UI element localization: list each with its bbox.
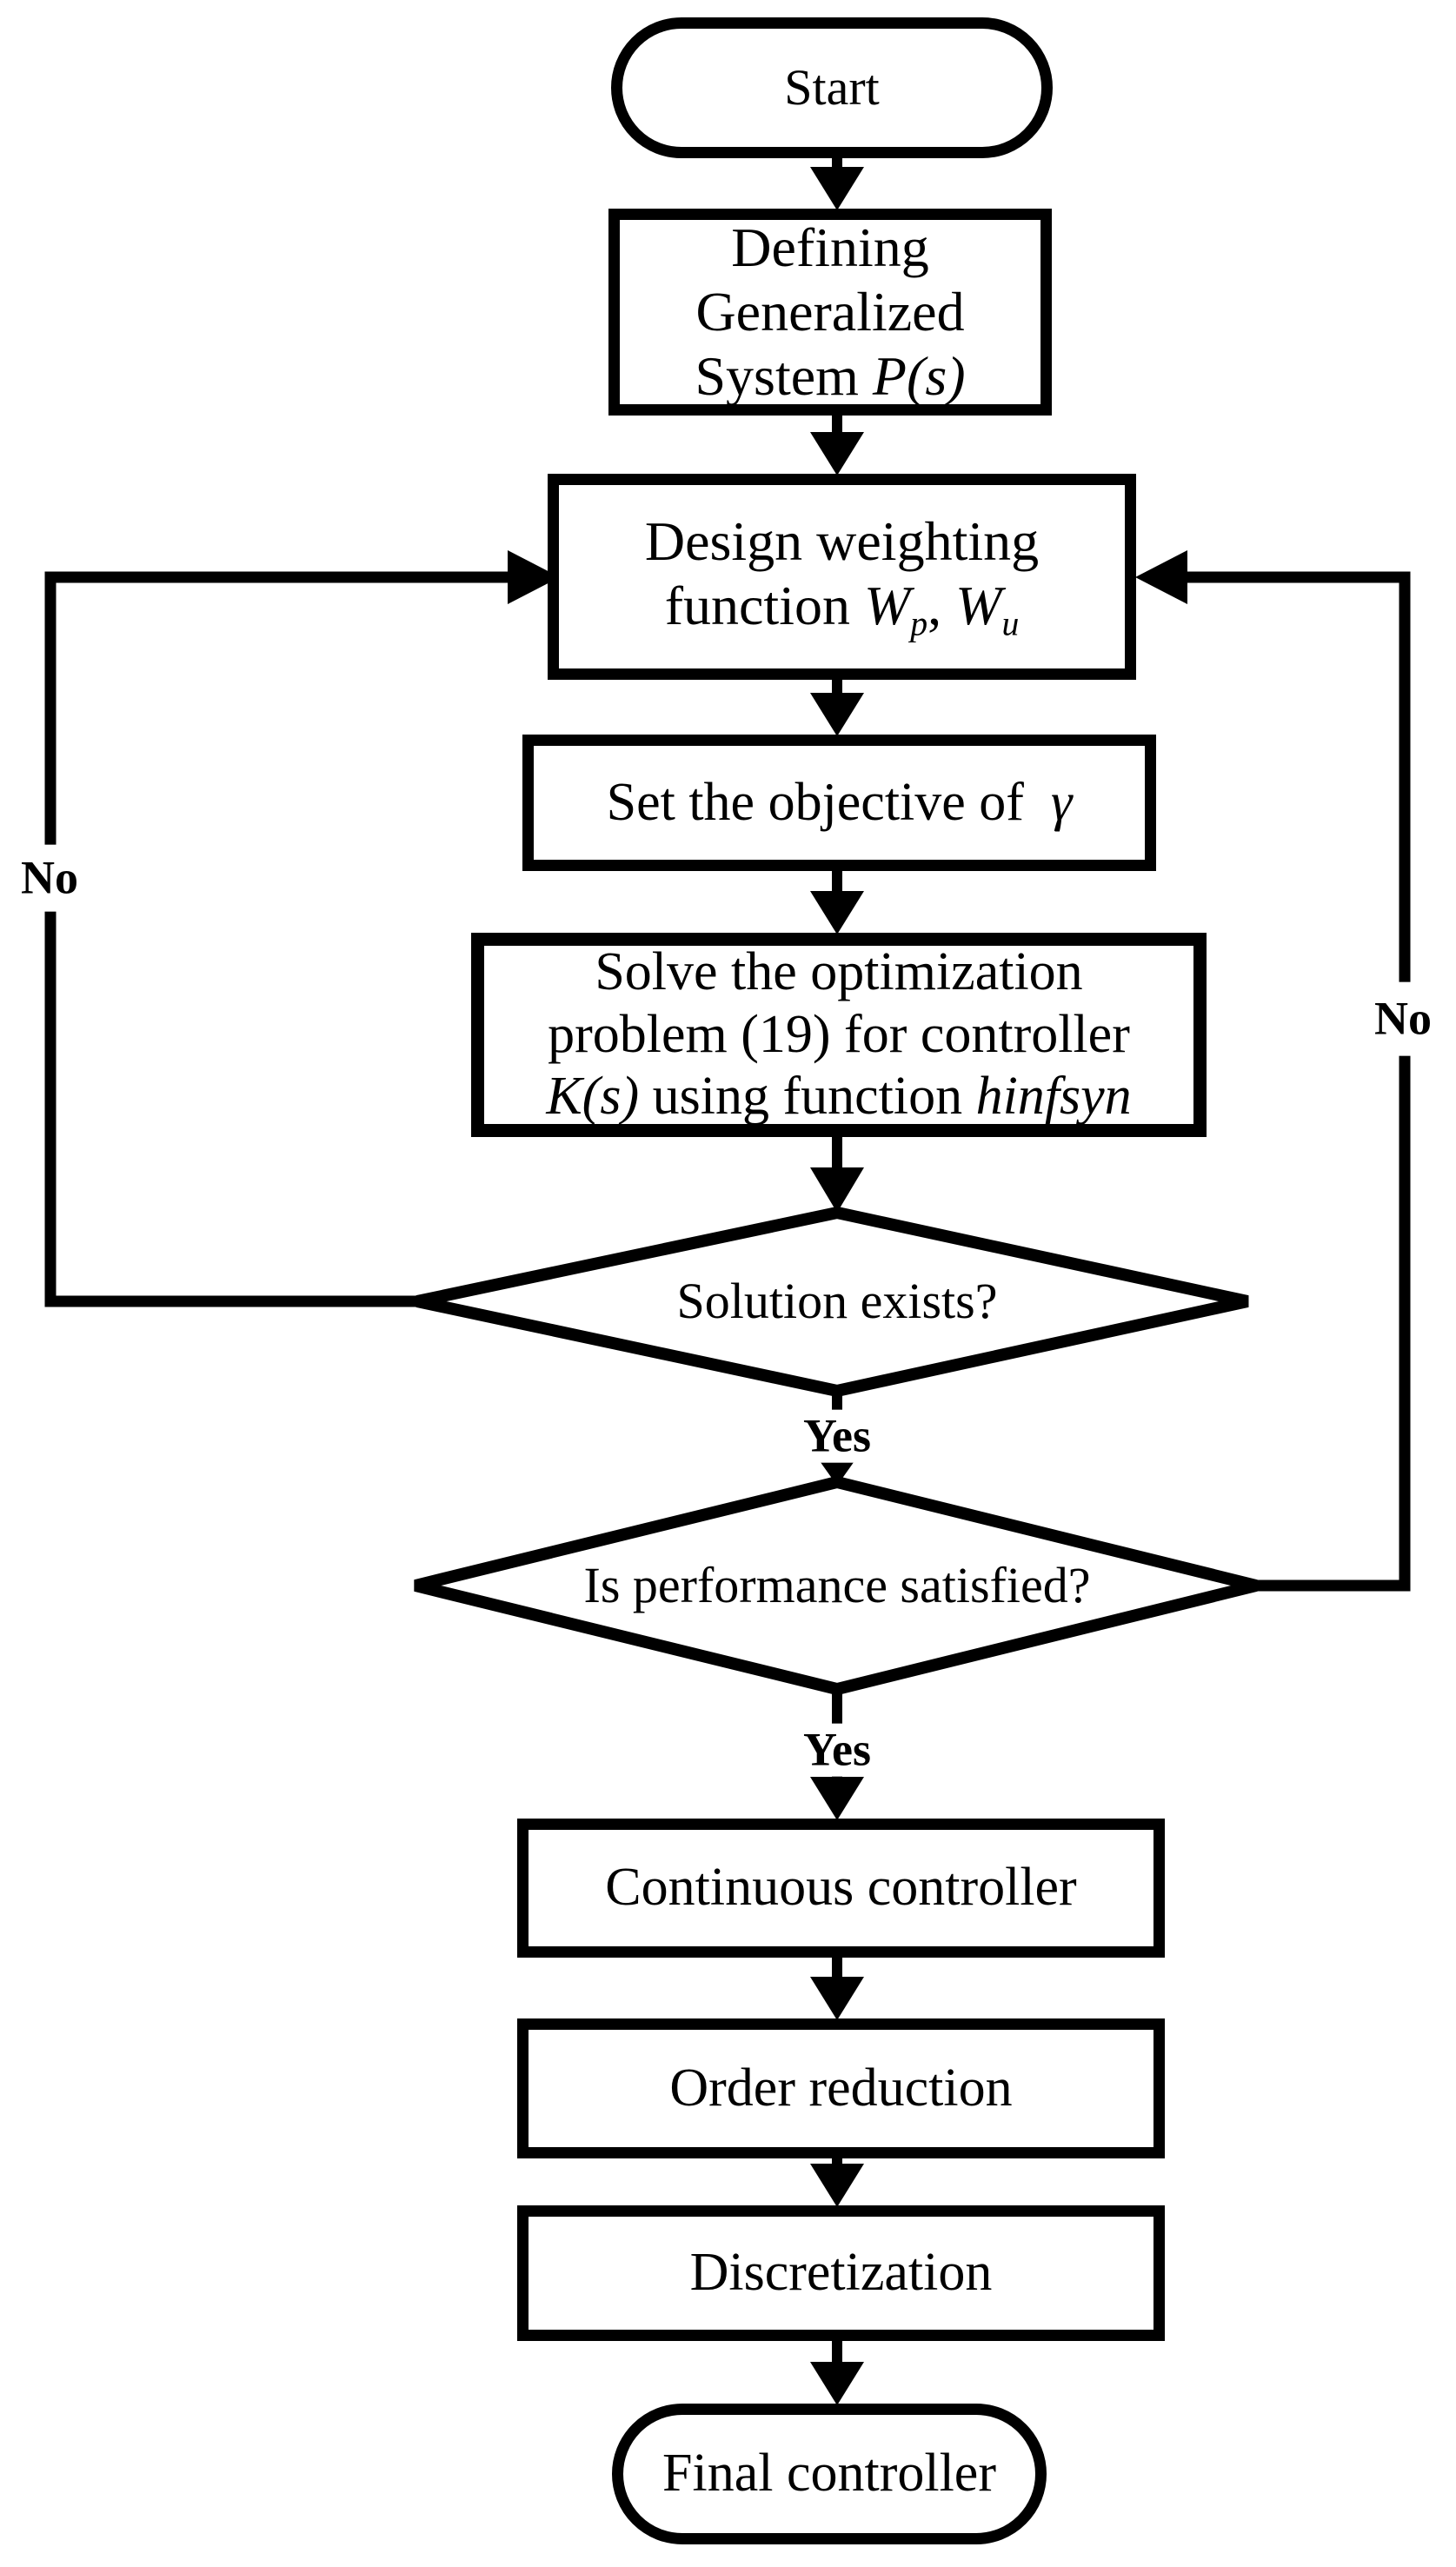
node-start: Start: [611, 17, 1053, 158]
edge-label-yes-solution: Yes: [796, 1409, 878, 1463]
decision-performance-satisfied-shape: [414, 1475, 1258, 1696]
node-start-label: Start: [784, 59, 880, 116]
arrowhead-order-discretization-icon: [810, 2164, 864, 2207]
arrowhead-discretization-final-icon: [810, 2362, 864, 2405]
node-order-reduction-label: Order reduction: [669, 2058, 1013, 2118]
arrowhead-design-objective-icon: [810, 693, 864, 736]
arrowhead-decision1-decision2-icon: [818, 1459, 856, 1486]
node-discretization-label: Discretization: [689, 2243, 993, 2303]
no-loop-right-arrowhead-icon: [1135, 550, 1187, 604]
arrowhead-start-define-icon: [810, 167, 864, 210]
node-final-controller-label: Final controller: [662, 2444, 996, 2504]
edge-label-no-performance: No: [1369, 981, 1437, 1056]
arrowhead-decision2-continuous-icon: [810, 1777, 864, 1820]
node-set-objective: Set the objective of γ: [522, 735, 1156, 871]
no-loop-left-line: [44, 571, 511, 1307]
edge-label-yes-performance: Yes: [796, 1723, 878, 1777]
arrowhead-objective-solve-icon: [810, 891, 864, 934]
node-discretization: Discretization: [517, 2205, 1165, 2341]
decision-performance-satisfied-label: Is performance satisfied?: [583, 1557, 1091, 1614]
arrowhead-solve-decision1-icon: [810, 1167, 864, 1213]
node-set-objective-label: Set the objective of γ: [606, 772, 1073, 832]
no-loop-right-line: [1184, 571, 1411, 1592]
edge-label-no-solution: No: [16, 844, 83, 912]
node-order-reduction: Order reduction: [517, 2018, 1165, 2158]
arrowhead-continuous-order-icon: [810, 1977, 864, 2020]
node-continuous-controller-label: Continuous controller: [605, 1858, 1077, 1918]
arrowhead-define-design-icon: [810, 432, 864, 475]
node-final-controller: Final controller: [612, 2404, 1047, 2544]
node-continuous-controller: Continuous controller: [517, 1819, 1165, 1958]
decision-solution-exists-label: Solution exists?: [676, 1273, 998, 1330]
decision-solution-exists-shape: [416, 1206, 1249, 1398]
no-loop-left-arrowhead-icon: [508, 550, 560, 604]
